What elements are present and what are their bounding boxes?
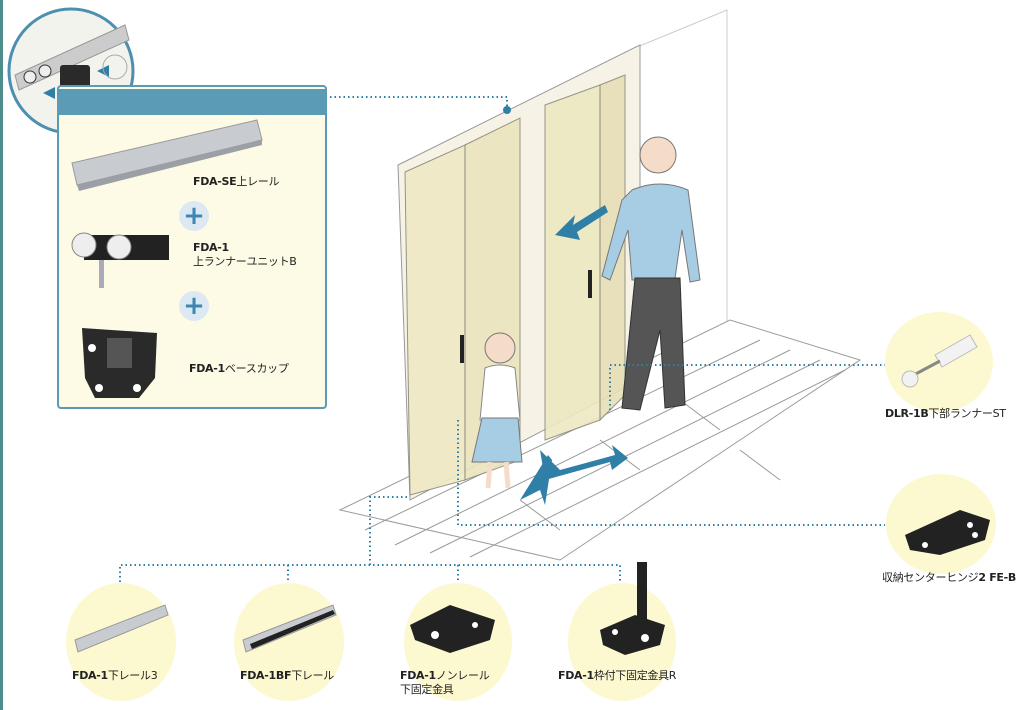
nonrail-bracket-image (410, 605, 495, 653)
plus-icon: + (179, 291, 209, 321)
upper-rail-image (71, 119, 263, 191)
label-framed-bracket: FDA-1枠付下固定金具R (558, 669, 677, 682)
panel-header-bar (59, 89, 325, 115)
adult-figure (601, 136, 701, 411)
plus-icon: + (179, 201, 209, 231)
lower-rail3-image (74, 604, 169, 653)
connector-lines (119, 96, 885, 582)
upper-runner-image (71, 232, 169, 288)
lower-runner-image (901, 334, 978, 388)
label-nonrail-bracket: FDA-1ノンレール下固定金具 (400, 669, 490, 696)
label-base-cup: FDA-1ベースカップ (189, 362, 289, 375)
motion-arrows (520, 205, 628, 505)
label-lower-runner: DLR-1B下部ランナーST (885, 407, 1006, 420)
framed-bracket-image (600, 562, 665, 655)
label-lower-rail3: FDA-1下レール3 (72, 669, 158, 682)
label-lower-rail-bf: FDA-1BF下レール (240, 669, 334, 682)
label-upper-rail: FDA-SE上レール (193, 175, 280, 188)
lower-rail-bf-image (242, 604, 337, 653)
center-hinge-image (905, 510, 990, 555)
child-figure (471, 332, 523, 489)
label-center-hinge: 収納センターヒンジ2 FE-B (882, 571, 1016, 584)
base-cup-image (82, 328, 157, 398)
left-edge-border (0, 0, 3, 710)
